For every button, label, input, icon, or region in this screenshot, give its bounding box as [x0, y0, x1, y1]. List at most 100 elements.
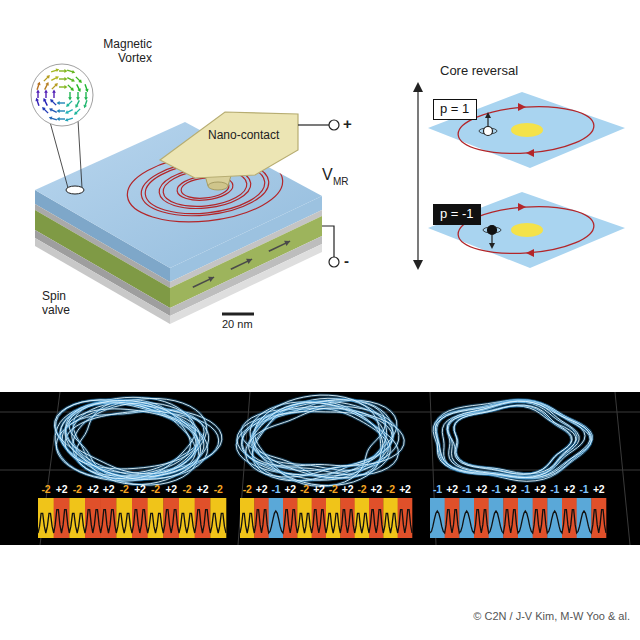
illustration-polygon [66, 103, 70, 107]
polarity-number: -1 [547, 483, 562, 495]
illustration-rect [489, 498, 504, 538]
illustration-polygon [526, 249, 534, 257]
illustration-polygon [518, 203, 526, 211]
illustration-path [66, 409, 196, 474]
illustration-polygon [46, 75, 50, 79]
illustration-rect [459, 498, 474, 538]
illustration-path [433, 400, 592, 479]
scale-label: 20 nm [222, 318, 253, 331]
illustration-polygon [64, 85, 67, 89]
illustration-rect [518, 498, 533, 538]
illustration-line [59, 110, 65, 111]
polarity-number: -2 [179, 483, 195, 495]
illustration-line [68, 85, 72, 89]
illustration-path [38, 510, 226, 533]
illustration-polygon [49, 108, 53, 111]
illustration-line [59, 118, 65, 119]
heading-label: Core reversal [440, 64, 518, 79]
illustration-line [417, 90, 418, 262]
perspective-grid [0, 392, 640, 545]
polarity-label: p = -1 [440, 207, 474, 222]
illustration-line [85, 100, 87, 106]
illustration-polygon [45, 82, 48, 86]
polarity-number: +2 [312, 483, 326, 495]
polarity-number: +2 [254, 483, 268, 495]
polarity-number: +2 [445, 483, 460, 495]
wire [298, 124, 329, 125]
illustration-ellipse [457, 102, 596, 157]
illustration-line [85, 84, 87, 90]
polarity-number: -1 [459, 483, 474, 495]
illustration-polygon [50, 99, 54, 103]
illustration-polygon [42, 107, 46, 111]
illustration-line [69, 92, 70, 98]
terminal-sign: - [344, 252, 349, 269]
illustration-line [487, 117, 488, 127]
polarity-number: -2 [297, 483, 311, 495]
illustration-line [51, 118, 57, 120]
illustration-path [435, 401, 590, 477]
illustration-polygon [65, 110, 69, 113]
illustration-polygon [44, 90, 48, 93]
illustration-polygon [57, 109, 60, 113]
plane [428, 192, 625, 268]
core-up [479, 112, 497, 136]
illustration-line [231, 259, 252, 269]
polarity-number: +2 [340, 483, 354, 495]
polarity-number: +2 [54, 483, 70, 495]
illustration-polygon [77, 88, 80, 92]
illustration-path [430, 510, 606, 533]
illustration-path [240, 510, 412, 533]
illustration-line [269, 241, 290, 251]
illustration-line [76, 77, 80, 81]
illustration-polygon [85, 89, 89, 93]
illustration-line [53, 92, 54, 98]
illustration-path [447, 401, 579, 477]
illustration-circle [484, 127, 493, 136]
illustration-line [59, 102, 65, 103]
contact-tip [208, 182, 228, 190]
illustration-polygon [37, 82, 41, 86]
illustration-polygon [57, 101, 60, 105]
illustration-line [37, 92, 38, 98]
leader-line [78, 120, 82, 188]
polarity-number: +2 [503, 483, 518, 495]
polarity-box: p = 1 [433, 99, 477, 120]
illustration-path [433, 400, 592, 479]
illustration-polygon [284, 241, 290, 246]
dark-panel [0, 392, 640, 545]
wire [322, 226, 334, 257]
illustration-path [454, 405, 572, 474]
polarity-number: -2 [240, 483, 254, 495]
illustration-line [67, 110, 72, 113]
illustration-polygon [75, 104, 78, 108]
illustration-polygon [208, 277, 214, 282]
illustration-line [67, 118, 73, 120]
illustration-line [37, 100, 39, 106]
illustration-path [249, 408, 383, 466]
illustration-polygon [35, 98, 39, 102]
illustration-path [65, 401, 201, 480]
terminal-sign: + [343, 115, 352, 132]
plane [428, 92, 625, 168]
polarity-number: -2 [38, 483, 54, 495]
polarity-number: -2 [69, 483, 85, 495]
illustration-line [85, 92, 86, 98]
illustration-polygon [413, 82, 423, 92]
illustration-line [51, 78, 56, 81]
illustration-polygon [54, 83, 58, 87]
illustration-line [67, 70, 73, 72]
illustration-line [59, 70, 65, 71]
illustration-line [44, 109, 48, 113]
polarity-number: -2 [383, 483, 397, 495]
leader-line [50, 122, 68, 188]
polarity-number: +2 [85, 483, 101, 495]
polarity-number: +2 [591, 483, 606, 495]
illustration-polygon [78, 79, 82, 83]
illustration-path [249, 408, 383, 466]
illustration-polygon [64, 77, 67, 81]
illustration-path [447, 401, 579, 477]
illustration-path [55, 400, 209, 485]
polarity-box: p = -1 [433, 204, 481, 225]
